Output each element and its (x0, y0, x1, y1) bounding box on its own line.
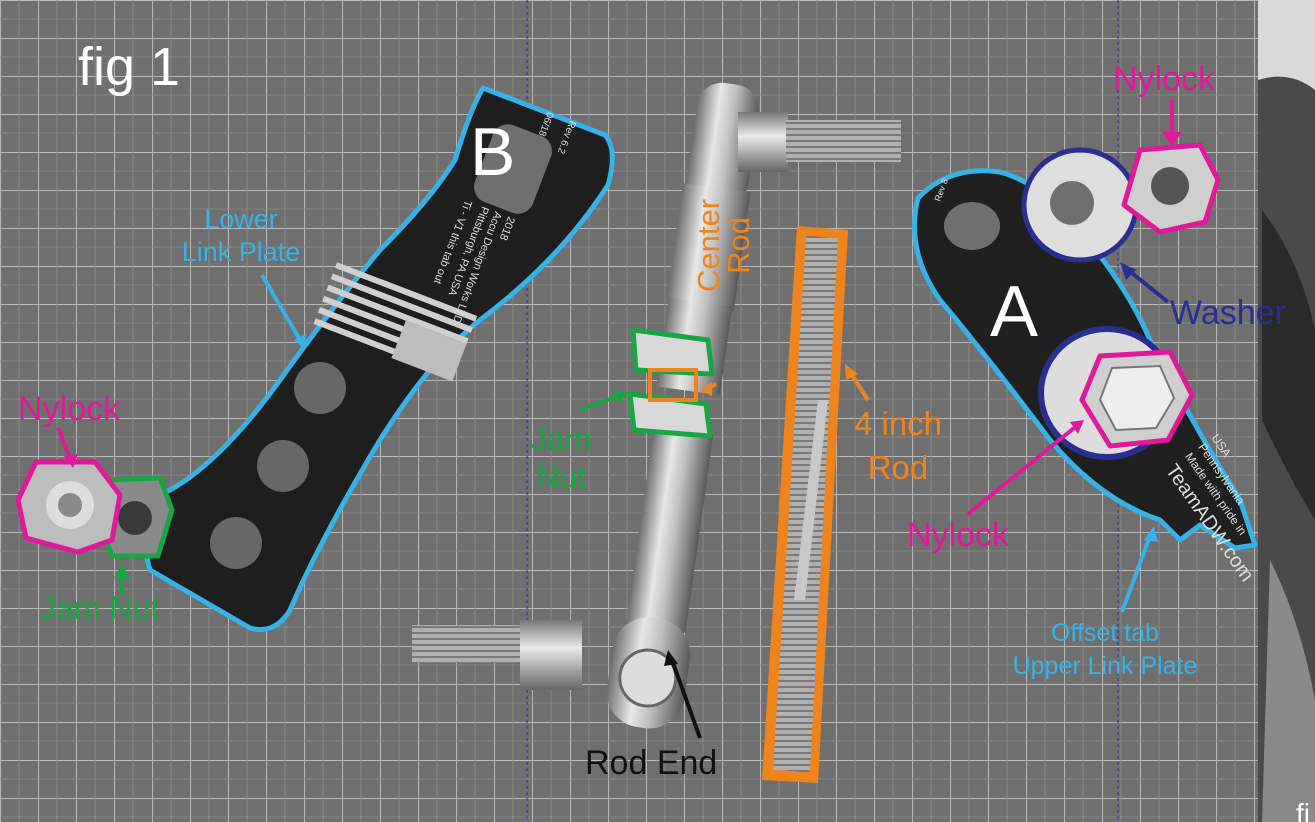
lower-link-plate-line: Lower (204, 204, 278, 234)
nylock-right-label: Nylock (907, 516, 1010, 554)
lower-link-plate-label: Lower Link Plate (166, 203, 316, 269)
center-rod-label: Center Rod (691, 198, 756, 292)
lower-link-plate: 2018 Accu Design Works LTD Pittsburgh, P… (144, 85, 615, 632)
offset-tab-line: Upper Link Plate (1012, 652, 1198, 680)
lower-link-plate-line: Link Plate (181, 237, 301, 267)
center-rod-line: Center (691, 198, 726, 292)
jam-nut-center-line: Nut (536, 459, 586, 495)
four-inch-rod-line: Rod (867, 449, 929, 486)
jam-nut-center-line: Jam (530, 421, 592, 457)
nylock-top-label: Nylock (1113, 60, 1216, 98)
figure-label: fig 1 (78, 37, 181, 97)
offset-tab-label: Offset tab Upper Link Plate (1005, 617, 1205, 683)
corner-fragment-label: fi (1296, 798, 1310, 822)
four-inch-rod-label: 4 inch Rod (838, 402, 958, 490)
flag-graphic (313, 262, 478, 382)
jam-nut-left-label: Jam Nut (40, 590, 160, 626)
four-inch-rod-line: 4 inch (853, 405, 943, 442)
center-rod-line: Rod (721, 217, 756, 274)
upper-link-plate: Rev 8 TeamADW.com Made with pride in Pen… (911, 142, 1258, 586)
nylock-left-label: Nylock (18, 390, 121, 428)
plate-b-label: B (470, 114, 516, 190)
center-rod-assembly (412, 82, 901, 729)
offset-tab-line: Offset tab (1051, 619, 1159, 647)
plate-a-label: A (990, 272, 1039, 352)
jam-nut-center-label: Jam Nut (522, 420, 600, 496)
rod-end-label: Rod End (585, 744, 718, 782)
washer-label: Washer (1170, 294, 1286, 332)
annotation-arrows (56, 100, 1182, 739)
four-inch-rod (762, 226, 848, 783)
left-hardware (15, 459, 175, 559)
